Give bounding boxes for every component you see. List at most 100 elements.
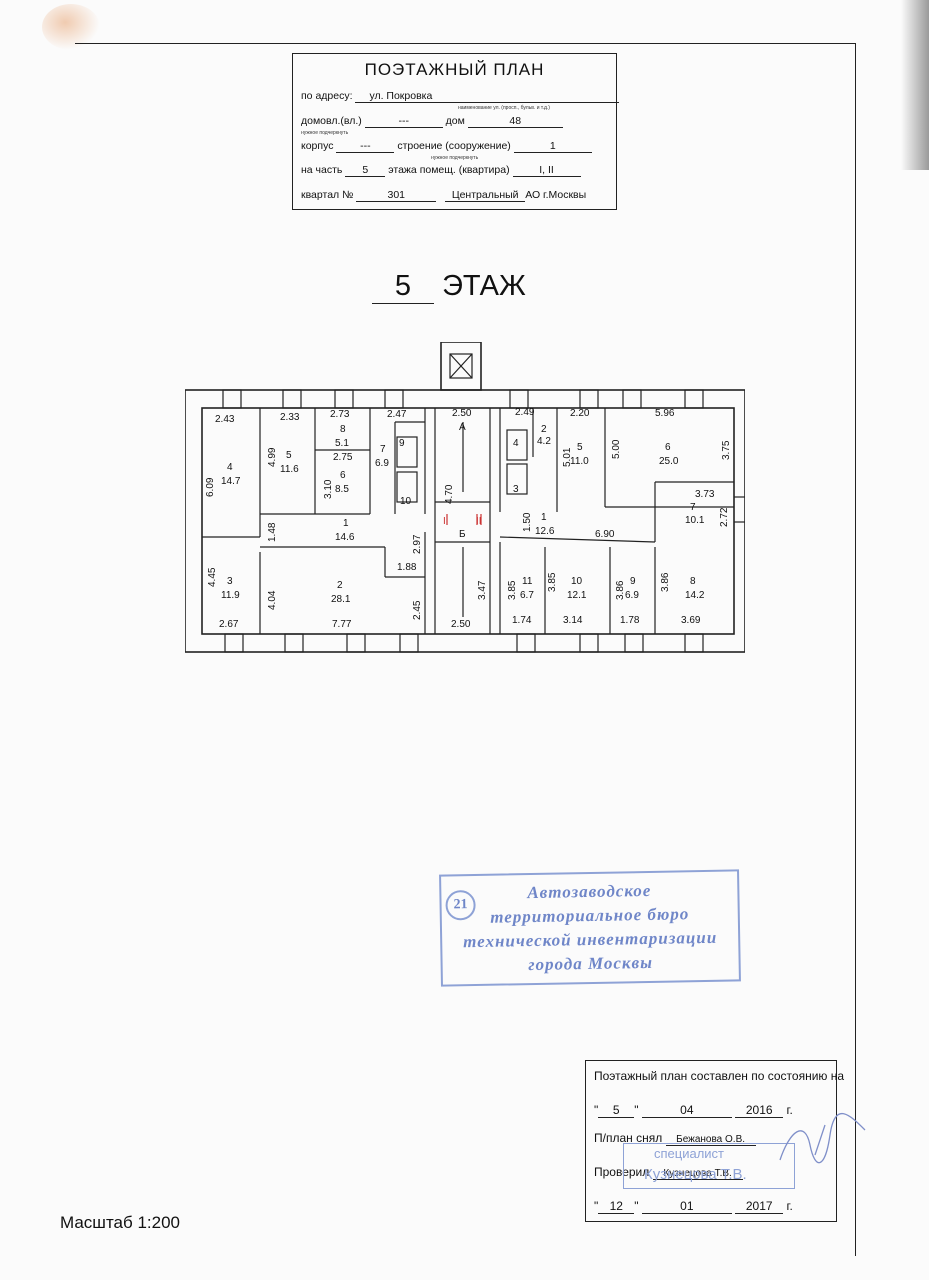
room-10-number: 10: [400, 496, 412, 507]
state-label: Поэтажный план составлен по состоянию на: [594, 1069, 845, 1083]
checked-row: Проверил Кузнецова Т.В.: [594, 1165, 743, 1180]
dim-4-45: 4.45: [207, 567, 218, 587]
dim-4-70: 4.70: [444, 484, 455, 504]
dim-2-50-bottom: 2.50: [451, 619, 471, 630]
room-6-area: 8.5: [335, 484, 349, 495]
dim-2-97: 2.97: [412, 534, 423, 554]
room-e10-area: 12.1: [567, 590, 587, 601]
room-e6-area: 25.0: [659, 456, 679, 467]
dim-5-01: 5.01: [562, 447, 573, 467]
room-e1-number: 1: [541, 512, 547, 523]
dim-2-73: 2.73: [330, 409, 350, 420]
stair-b-label: Б: [459, 529, 466, 540]
dim-2-47: 2.47: [387, 409, 407, 420]
plan-title: ПОЭТАЖНЫЙ ПЛАН: [364, 60, 545, 79]
wc-3-number: 3: [513, 484, 519, 495]
room-e5-number: 5: [577, 442, 583, 453]
dim-1-88: 1.88: [397, 562, 417, 573]
dim-1-48: 1.48: [267, 522, 278, 542]
room-4-area: 14.7: [221, 476, 241, 487]
dim-3-85-a: 3.85: [507, 580, 518, 600]
room-7-area: 6.9: [375, 458, 389, 469]
room-2-number: 2: [337, 580, 343, 591]
room-4-number: 4: [227, 462, 233, 473]
room-3-area: 11.9: [221, 590, 240, 601]
dim-2-45: 2.45: [412, 600, 423, 620]
bti-stamp: 21 Автозаводское территориальное бюро те…: [439, 869, 741, 987]
dim-3-69: 3.69: [681, 615, 701, 626]
room-8-area: 5.1: [335, 438, 349, 449]
plan-info-box: Поэтажный план составлен по состоянию на…: [585, 1060, 844, 1222]
dim-5-96: 5.96: [655, 408, 675, 419]
wc-4-number: 4: [513, 438, 519, 449]
dim-6-90: 6.90: [595, 529, 615, 540]
stair-a-label: А: [459, 422, 466, 433]
floor-title: 5 ЭТАЖ: [372, 270, 526, 304]
room-7-number: 7: [380, 444, 386, 455]
room-e2-area: 4.2: [537, 436, 551, 447]
room-e11-number: 11: [522, 576, 533, 587]
dim-3-86-a: 3.86: [615, 580, 626, 600]
dim-1-74: 1.74: [512, 615, 532, 626]
drawn-row: П/план снял Бежанова О.В.: [594, 1131, 756, 1146]
page-corner-mark: [42, 4, 100, 50]
dim-2-50: 2.50: [452, 408, 472, 419]
scan-edge-shadow: [901, 0, 929, 170]
korpus-row: корпус --- строение (сооружение) 1: [301, 140, 592, 156]
dim-2-75: 2.75: [333, 452, 353, 463]
room-e7-number: 7: [690, 502, 696, 513]
address-box: ПОЭТАЖНЫЙ ПЛАН по адресу: ул. Покровка н…: [292, 53, 620, 210]
floor-plan-drawing: 4 14.7 5 11.6 8 5.1 6 8.5 7 6.9 9 10 1 1…: [184, 341, 746, 653]
page-frame: [75, 43, 856, 1256]
dim-3-73: 3.73: [695, 489, 715, 500]
room-3-number: 3: [227, 576, 233, 587]
domovl-row: домовл.(вл.) --- дом 48: [301, 115, 563, 131]
dim-2-49: 2.49: [515, 407, 535, 418]
date-check-row: "12" 01 2017 г.: [594, 1199, 793, 1214]
room-1-area: 14.6: [335, 532, 355, 543]
room-e7-area: 10.1: [685, 515, 705, 526]
room-6-number: 6: [340, 470, 346, 481]
room-5-area: 11.6: [280, 464, 299, 475]
dim-2-33: 2.33: [280, 412, 300, 423]
room-e5-area: 11.0: [570, 456, 589, 467]
dim-5-00: 5.00: [611, 439, 622, 459]
dim-3-86-b: 3.86: [660, 572, 671, 592]
roman-2: II: [476, 516, 482, 527]
floor-plan: 4 14.7 5 11.6 8 5.1 6 8.5 7 6.9 9 10 1 1…: [184, 341, 746, 662]
date-state-row: "5" 04 2016 г.: [594, 1103, 793, 1118]
dim-2-72: 2.72: [719, 507, 730, 527]
dim-3-14: 3.14: [563, 615, 583, 626]
room-e6-number: 6: [665, 442, 671, 453]
dim-4-99: 4.99: [267, 447, 278, 467]
dim-3-75: 3.75: [721, 440, 732, 460]
room-e9-number: 9: [630, 576, 636, 587]
room-1-number: 1: [343, 518, 349, 529]
roman-1: I: [443, 516, 446, 527]
dim-1-78: 1.78: [620, 615, 640, 626]
room-9-number: 9: [399, 438, 405, 449]
room-5-number: 5: [286, 450, 292, 461]
room-e1-area: 12.6: [535, 526, 555, 537]
scale-label: Масштаб 1:200: [60, 1213, 180, 1232]
room-e11-area: 6.7: [520, 590, 534, 601]
address-value: ул. Покровка: [355, 90, 620, 103]
dim-2-43: 2.43: [215, 414, 235, 425]
dim-3-47: 3.47: [477, 580, 488, 600]
dim-2-67: 2.67: [219, 619, 239, 630]
address-hint: наименование ул. (просп., бульв. и т.д.): [458, 105, 550, 111]
signature: [779, 1112, 866, 1164]
room-e10-number: 10: [571, 576, 583, 587]
dim-6-09: 6.09: [205, 477, 216, 497]
room-e8-number: 8: [690, 576, 696, 587]
dim-4-04: 4.04: [267, 590, 278, 610]
part-row: на часть 5 этажа помещ. (квартира) I, II: [301, 164, 581, 180]
room-8-number: 8: [340, 424, 346, 435]
room-e9-area: 6.9: [625, 590, 639, 601]
specialist-stamp: специалист Кузнецова Т.В.: [623, 1143, 795, 1189]
address-row: по адресу: ул. Покровка: [301, 90, 620, 106]
dim-1-50: 1.50: [522, 512, 533, 532]
dim-7-77: 7.77: [332, 619, 352, 630]
room-e2-number: 2: [541, 424, 547, 435]
